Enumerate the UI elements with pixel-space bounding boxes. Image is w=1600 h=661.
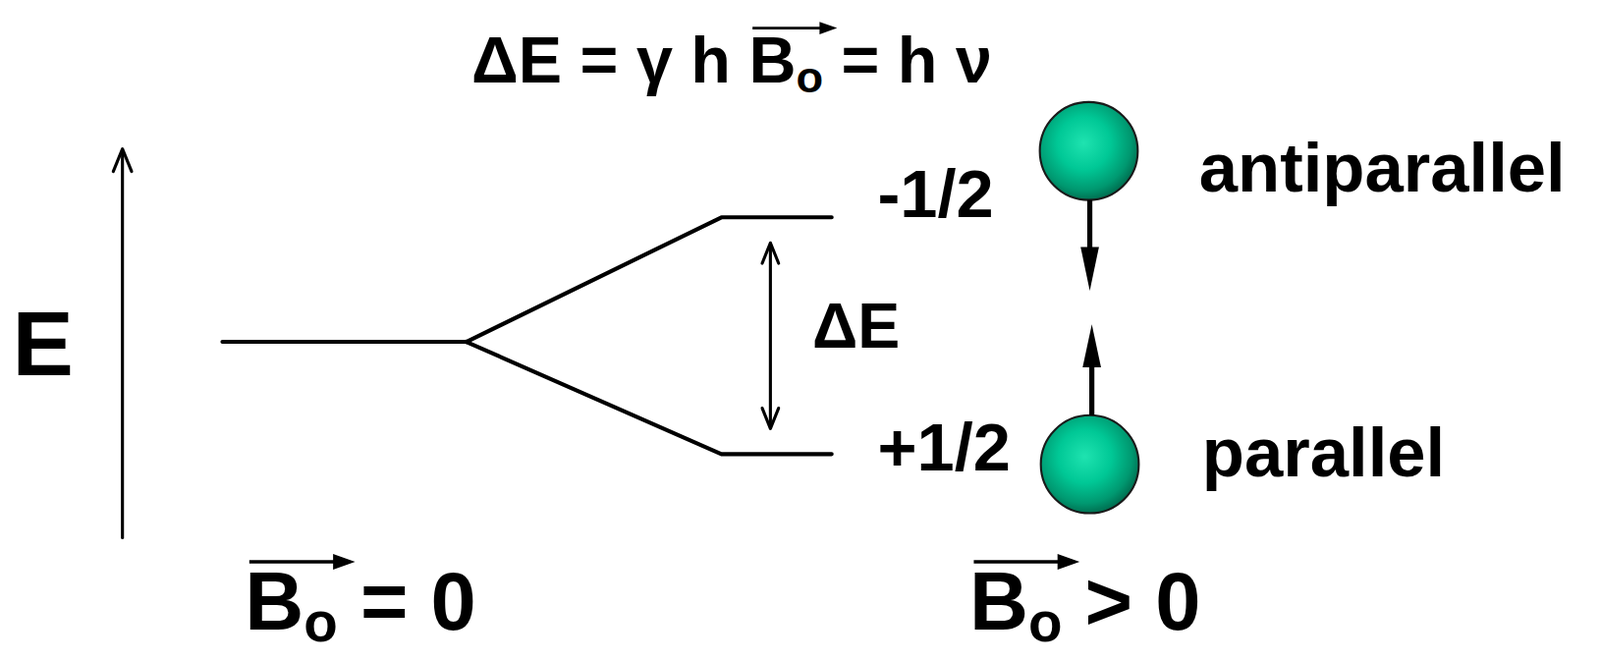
vector-arrow [748,20,837,36]
vector-arrow [969,552,1080,571]
degenerate-level [221,339,466,344]
spin-state-label: parallel [1202,417,1445,488]
spin-arrow-head [1080,246,1100,291]
field-condition: Bo = 0 [244,560,477,652]
energy-gap-head [762,408,779,430]
resonance-equation: ΔE = γ h Bo = h ν [471,26,993,100]
nucleus-sphere [1040,102,1139,201]
energy-axis-label: E [11,297,73,390]
energy-axis [120,151,124,539]
spin-quantum-number: -1/2 [877,160,994,228]
spin-arrow-head [1082,324,1102,368]
spin-state-label: antiparallel [1199,132,1566,203]
spin-quantum-number: +1/2 [877,413,1010,482]
field-condition: Bo > 0 [969,560,1202,652]
nucleus-sphere [1041,415,1140,514]
energy-gap-label: ΔE [812,294,900,358]
energy-gap-head [762,242,779,264]
energy-axis-head [112,149,132,172]
lower-level [466,341,832,454]
vector-arrow [244,552,355,571]
spin-arrow [1089,359,1095,416]
spin-arrow [1087,200,1093,256]
upper-level [466,217,832,342]
energy-gap-arrow [769,244,773,427]
